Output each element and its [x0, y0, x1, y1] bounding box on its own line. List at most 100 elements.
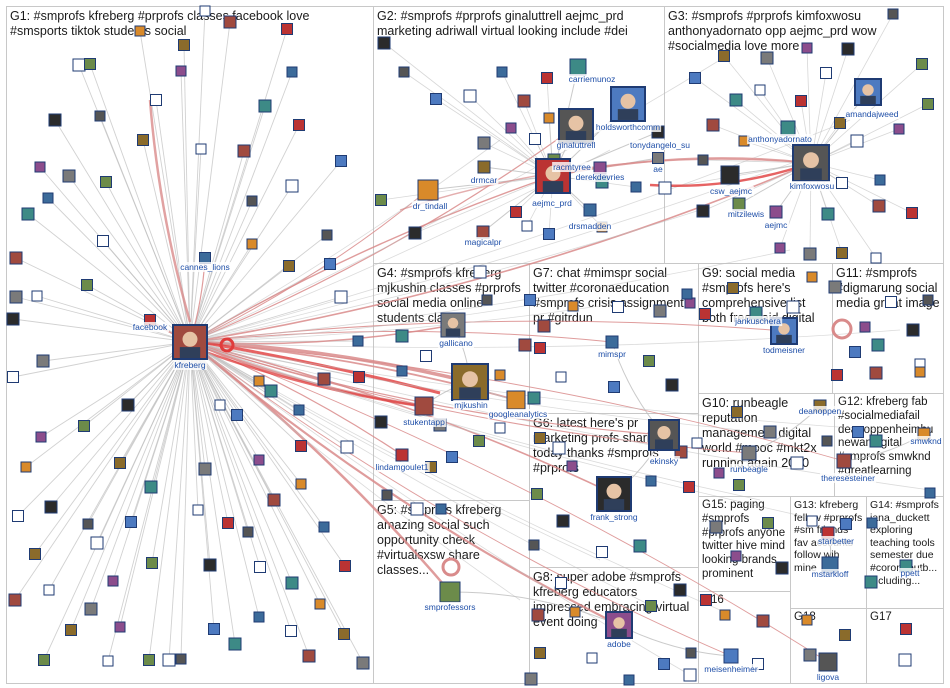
- node-avatar[interactable]: [286, 66, 298, 78]
- node-avatar[interactable]: [222, 517, 234, 529]
- node-avatar[interactable]: [916, 58, 928, 70]
- node-avatar[interactable]: [803, 648, 817, 662]
- node-avatar[interactable]: [102, 655, 114, 667]
- node-avatar[interactable]: [775, 561, 789, 575]
- node-avatar[interactable]: [801, 42, 813, 54]
- node-avatar[interactable]: [258, 99, 272, 113]
- node-avatar[interactable]: [446, 451, 458, 463]
- node-avatar[interactable]: [730, 550, 742, 562]
- node-avatar[interactable]: [683, 481, 695, 493]
- node-avatar[interactable]: [134, 25, 146, 37]
- node-ligova[interactable]: [818, 652, 838, 672]
- node-avatar[interactable]: [552, 441, 566, 455]
- node-avatar[interactable]: [192, 504, 204, 516]
- node-avatar[interactable]: [836, 247, 848, 259]
- node-avatar[interactable]: [645, 600, 657, 612]
- node-avatar[interactable]: [246, 238, 258, 250]
- node-avatar[interactable]: [293, 404, 305, 416]
- node-avatar[interactable]: [9, 251, 23, 265]
- node-avatar[interactable]: [208, 623, 220, 635]
- node-avatar[interactable]: [760, 51, 774, 65]
- node-avatar[interactable]: [175, 65, 187, 77]
- node-avatar[interactable]: [849, 346, 861, 358]
- node-lindamgoulet1[interactable]: [395, 448, 409, 462]
- node-avatar[interactable]: [596, 546, 608, 558]
- node-avatar[interactable]: [62, 169, 76, 183]
- node-avatar[interactable]: [21, 207, 35, 221]
- node-avatar[interactable]: [834, 117, 846, 129]
- node-avatar[interactable]: [302, 649, 316, 663]
- node-avatar[interactable]: [285, 576, 299, 590]
- node-avatar[interactable]: [162, 653, 176, 667]
- node-avatar[interactable]: [517, 94, 531, 108]
- node-avatar[interactable]: [630, 181, 642, 193]
- node-avatar[interactable]: [528, 539, 540, 551]
- node-meisenheimer[interactable]: [723, 648, 739, 664]
- node-avatar[interactable]: [494, 422, 506, 434]
- node-avatar[interactable]: [114, 457, 126, 469]
- node-avatar[interactable]: [6, 312, 20, 326]
- node-avatar[interactable]: [859, 321, 871, 333]
- node-frank_strong[interactable]: [596, 476, 632, 512]
- node-anthonyadornato[interactable]: [780, 120, 796, 136]
- node-avatar[interactable]: [821, 435, 833, 447]
- node-avatar[interactable]: [214, 399, 226, 411]
- node-avatar[interactable]: [521, 220, 533, 232]
- node-avatar[interactable]: [84, 58, 96, 70]
- node-avatar[interactable]: [48, 113, 62, 127]
- node-avatar[interactable]: [107, 575, 119, 587]
- node-theresesteiner[interactable]: [836, 453, 852, 469]
- node-avatar[interactable]: [850, 134, 864, 148]
- node-mjkushin[interactable]: [451, 363, 489, 401]
- node-avatar[interactable]: [922, 98, 934, 110]
- node-avatar[interactable]: [922, 294, 934, 306]
- node-avatar[interactable]: [318, 521, 330, 533]
- node-avatar[interactable]: [144, 480, 158, 494]
- node-avatar[interactable]: [566, 460, 578, 472]
- node-carriemunoz[interactable]: [569, 58, 587, 76]
- node-avatar[interactable]: [246, 195, 258, 207]
- node-avatar[interactable]: [900, 623, 912, 635]
- node-avatar[interactable]: [806, 515, 818, 527]
- node-avatar[interactable]: [352, 335, 364, 347]
- node-avatar[interactable]: [374, 415, 388, 429]
- node-avatar[interactable]: [283, 260, 295, 272]
- node-avatar[interactable]: [314, 598, 326, 610]
- node-avatar[interactable]: [435, 503, 447, 515]
- node-avatar[interactable]: [924, 487, 936, 499]
- node-avatar[interactable]: [729, 93, 743, 107]
- node-avatar[interactable]: [90, 536, 104, 550]
- node-avatar[interactable]: [534, 342, 546, 354]
- node-avatar[interactable]: [375, 194, 387, 206]
- node-adobe[interactable]: [605, 611, 633, 639]
- node-avatar[interactable]: [898, 653, 912, 667]
- node-avatar[interactable]: [12, 510, 24, 522]
- node-avatar[interactable]: [706, 118, 720, 132]
- node-avatar[interactable]: [267, 493, 281, 507]
- node-avatar[interactable]: [719, 609, 731, 621]
- node-avatar[interactable]: [125, 516, 137, 528]
- node-avatar[interactable]: [864, 575, 878, 589]
- node-avatar[interactable]: [537, 319, 551, 333]
- node-avatar[interactable]: [871, 338, 885, 352]
- node-drsmadden[interactable]: [583, 203, 597, 217]
- node-avatar[interactable]: [203, 558, 217, 572]
- node-avatar[interactable]: [718, 50, 730, 62]
- node-avatar[interactable]: [569, 606, 581, 618]
- node-avatar[interactable]: [228, 637, 242, 651]
- node-avatar[interactable]: [408, 226, 422, 240]
- node-avatar[interactable]: [264, 384, 278, 398]
- node-avatar[interactable]: [505, 122, 517, 134]
- node-avatar[interactable]: [34, 161, 46, 173]
- node-avatar[interactable]: [828, 280, 842, 294]
- node-avatar[interactable]: [790, 456, 804, 470]
- node-avatar[interactable]: [786, 300, 800, 314]
- node-avatar[interactable]: [510, 206, 522, 218]
- node-avatar[interactable]: [398, 66, 410, 78]
- node-avatar[interactable]: [673, 583, 687, 597]
- node-avatar[interactable]: [150, 94, 162, 106]
- node-avatar[interactable]: [335, 155, 347, 167]
- node-avatar[interactable]: [94, 110, 106, 122]
- node-avatar[interactable]: [253, 454, 265, 466]
- node-avatar[interactable]: [914, 366, 926, 378]
